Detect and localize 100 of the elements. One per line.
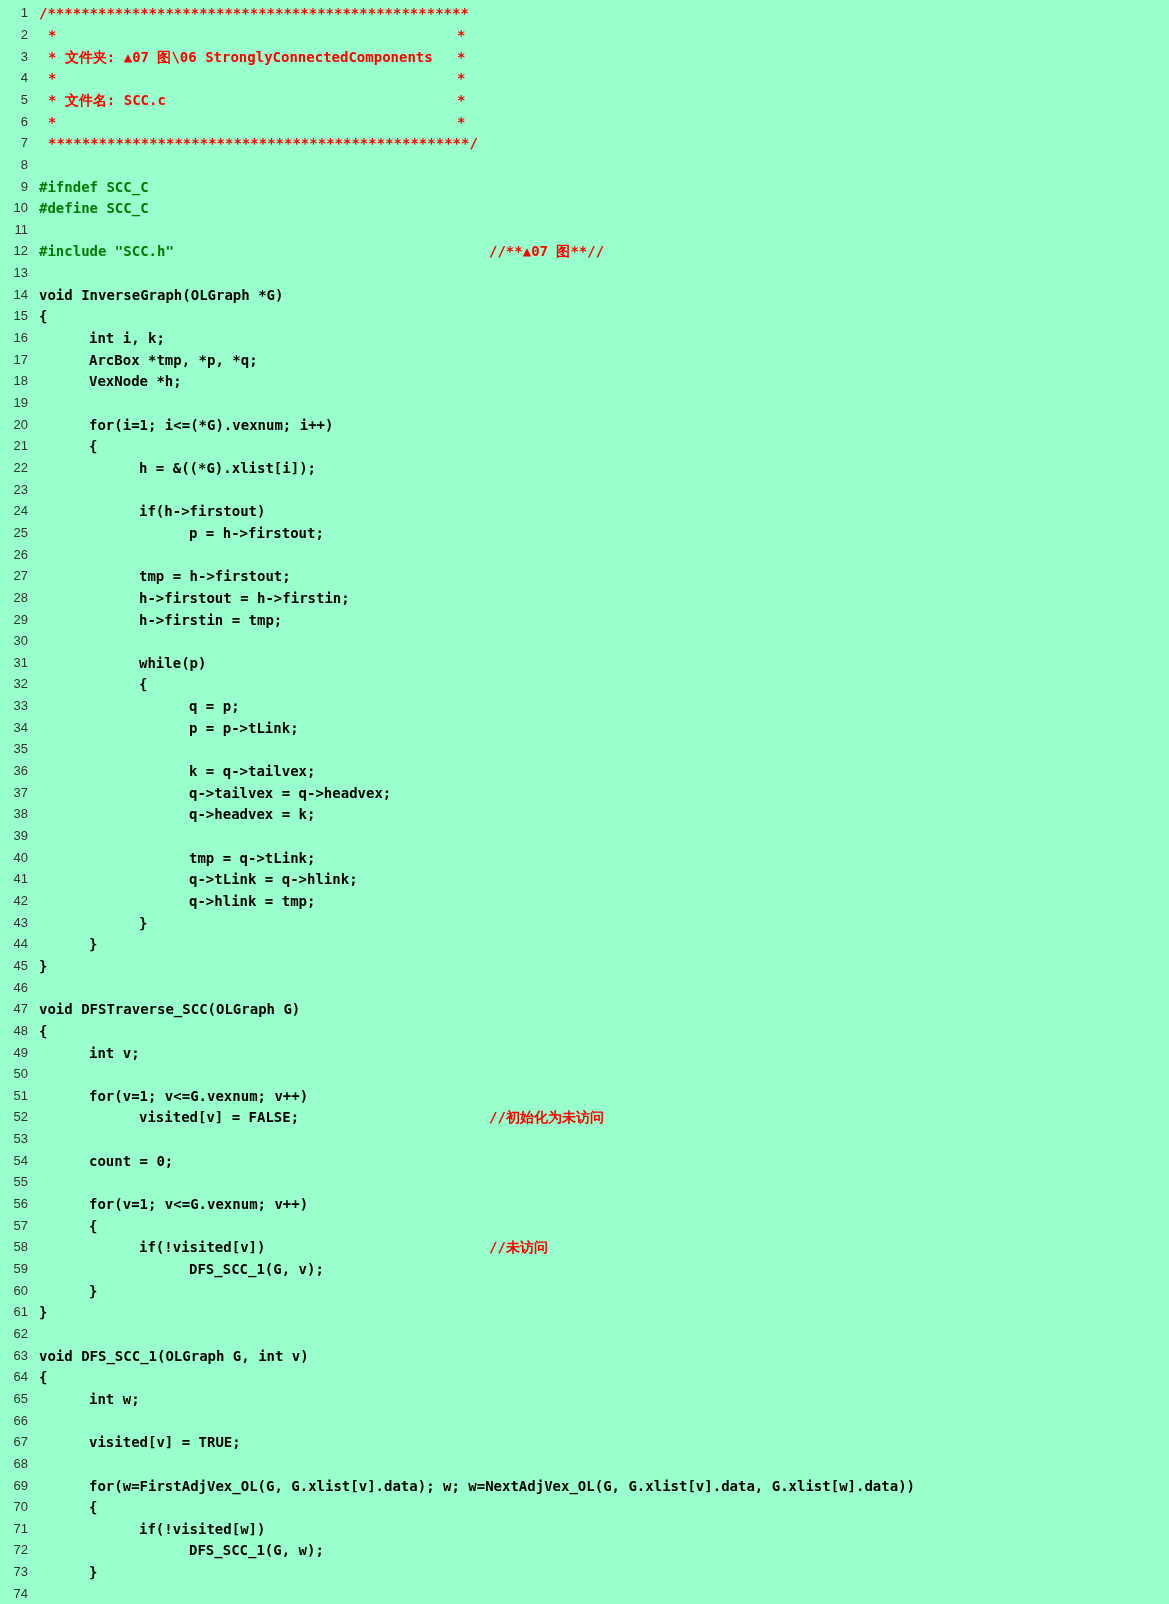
line-number: 52	[12, 1108, 28, 1127]
line-number: 23	[12, 480, 28, 499]
line-number: 39	[12, 827, 28, 845]
line-number: 31	[12, 653, 28, 672]
code-line: {	[89, 1498, 98, 1518]
line-number: 66	[12, 1411, 28, 1430]
line-number: 65	[12, 1389, 28, 1408]
code-line: for(v=1; v<=G.vexnum; v++)	[89, 1195, 309, 1215]
line-number: 37	[12, 783, 28, 802]
code-line: p = h->firstout;	[189, 523, 324, 543]
line-number: 28	[12, 588, 28, 607]
line-number: 38	[12, 805, 28, 824]
code-line: q->tailvex = q->headvex;	[189, 783, 392, 803]
line-number: 10	[12, 199, 28, 218]
line-number: 67	[12, 1433, 28, 1452]
code-line: while(p)	[139, 653, 207, 673]
code-line: {	[39, 1021, 48, 1041]
line-number: 25	[12, 523, 28, 542]
line-number: 4	[19, 69, 28, 88]
code-line: q->tLink = q->hlink;	[189, 870, 358, 890]
code-line: visited[v] = TRUE;	[89, 1433, 241, 1453]
line-number: 68	[12, 1454, 28, 1473]
code-line: k = q->tailvex;	[189, 762, 316, 782]
line-number: 19	[12, 394, 28, 412]
line-number: 41	[12, 870, 28, 889]
code-line: }	[89, 1281, 98, 1301]
line-number: 30	[12, 632, 28, 651]
code-comment: //初始化为未访问	[489, 1108, 604, 1128]
code-line: {	[89, 437, 98, 457]
code-line: tmp = q->tLink;	[189, 848, 316, 868]
code-line: q = p;	[189, 697, 240, 717]
comment-line: * 文件名: SCC.c	[48, 90, 166, 110]
line-number: 18	[12, 372, 28, 391]
code-line: #include "SCC.h"	[39, 242, 174, 262]
line-number: 70	[12, 1498, 28, 1517]
code-line: for(w=FirstAdjVex_OL(G, G.xlist[v].data); w; w=NextAdjVex_OL(G, G.xlist[v].data, G.xlist[w].data))	[89, 1476, 915, 1496]
code-line: void InverseGraph(OLGraph *G)	[39, 285, 284, 305]
line-number: 27	[12, 567, 28, 586]
code-line: if(h->firstout)	[139, 502, 266, 522]
line-number: 15	[12, 307, 28, 326]
line-number: 61	[12, 1303, 28, 1322]
code-line: void DFSTraverse_SCC(OLGraph G)	[39, 1000, 301, 1020]
line-number: 59	[12, 1260, 28, 1278]
line-number: 36	[12, 762, 28, 781]
code-comment: //未访问	[489, 1238, 548, 1258]
code-line: {	[39, 1368, 48, 1388]
code-line: }	[39, 1303, 48, 1323]
line-number: 21	[12, 437, 28, 456]
comment-border: *	[457, 112, 466, 132]
line-number: 46	[12, 978, 28, 997]
line-number: 14	[12, 285, 28, 304]
line-number: 53	[12, 1130, 28, 1149]
line-number: 33	[12, 697, 28, 716]
line-number: 3	[19, 47, 28, 66]
line-number: 16	[12, 329, 28, 348]
code-line: count = 0;	[89, 1151, 174, 1171]
line-number: 48	[12, 1021, 28, 1040]
line-number: 74	[12, 1584, 28, 1603]
code-line: q->hlink = tmp;	[189, 891, 316, 911]
code-line: p = p->tLink;	[189, 718, 299, 738]
line-number: 20	[12, 415, 28, 434]
line-number: 1	[19, 4, 28, 23]
line-number: 17	[12, 350, 28, 369]
code-comment: //**▲07 图**//	[489, 242, 605, 262]
line-number: 24	[12, 502, 28, 521]
line-number: 43	[12, 913, 28, 932]
line-number: 40	[12, 848, 28, 867]
code-line: {	[139, 675, 148, 695]
comment-border: *	[457, 47, 466, 67]
line-number: 45	[12, 956, 28, 975]
code-line: DFS_SCC_1(G, w);	[189, 1541, 324, 1561]
code-line: VexNode *h;	[89, 372, 182, 392]
code-line: }	[89, 935, 98, 955]
line-number: 42	[12, 891, 28, 910]
code-line: #ifndef SCC_C	[39, 177, 149, 197]
comment-line: **************************************************/	[48, 134, 478, 154]
line-number: 60	[12, 1281, 28, 1300]
line-number: 5	[19, 90, 28, 109]
line-number: 56	[12, 1195, 28, 1214]
code-line: }	[139, 913, 148, 933]
line-number: 55	[12, 1173, 28, 1192]
line-number: 8	[19, 155, 28, 174]
line-number: 12	[12, 242, 28, 261]
line-number: 44	[12, 935, 28, 954]
code-line: tmp = h->firstout;	[139, 567, 291, 587]
line-number: 72	[12, 1541, 28, 1560]
line-number: 7	[19, 134, 28, 153]
code-line: q->headvex = k;	[189, 805, 316, 825]
code-line: {	[39, 307, 48, 327]
line-number: 50	[12, 1065, 28, 1084]
comment-border: *	[457, 90, 466, 110]
line-number: 26	[12, 545, 28, 564]
code-line: if(!visited[v])	[139, 1238, 266, 1258]
code-line: h->firstin = tmp;	[139, 610, 283, 630]
line-number: 71	[12, 1519, 28, 1538]
line-number: 6	[19, 112, 28, 131]
line-number: 58	[12, 1238, 28, 1257]
line-number: 29	[12, 610, 28, 629]
code-line: h->firstout = h->firstin;	[139, 588, 350, 608]
code-line: #define SCC_C	[39, 199, 149, 219]
